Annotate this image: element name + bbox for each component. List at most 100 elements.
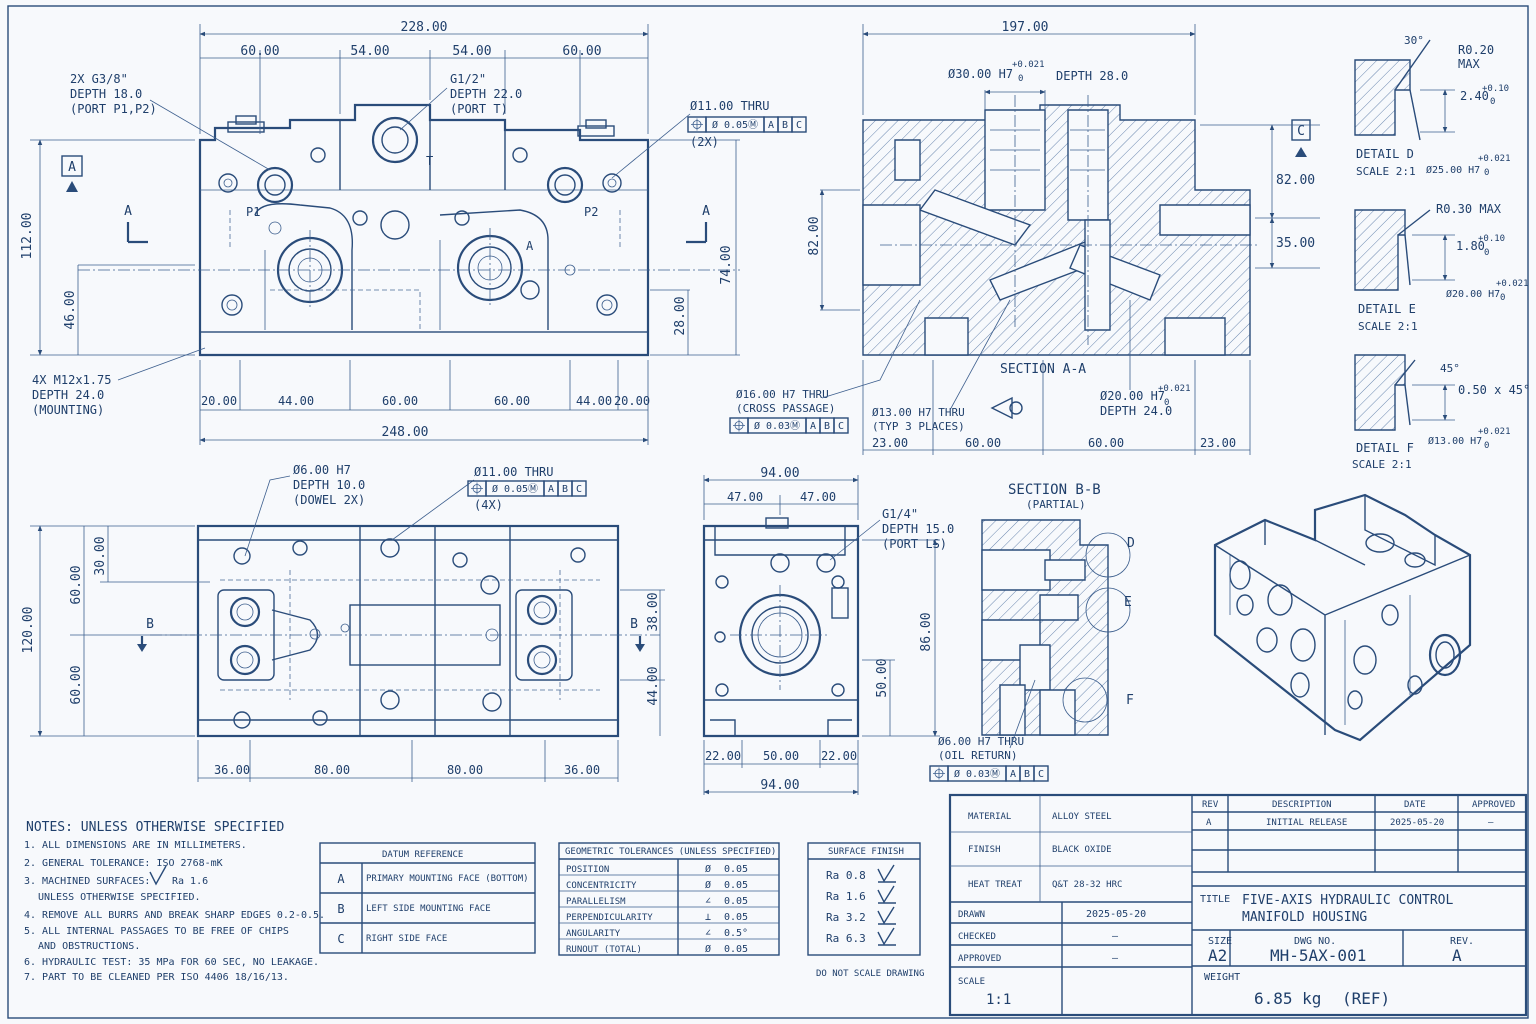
top-view-dimensions: 120.00 60.00 60.00 30.00 38.00 44.00 36.… <box>21 463 665 782</box>
fcf-datum: A <box>548 484 554 495</box>
tb-drawn: 2025-05-20 <box>1086 909 1146 920</box>
fcf-datum: A <box>768 120 774 131</box>
detail-e: R0.30 MAX 1.80 +0.10 0 DETAIL E SCALE 2:… <box>1354 202 1529 333</box>
tb-material: ALLOY STEEL <box>1052 812 1112 822</box>
dim-front-bot-3: 60.00 <box>382 394 418 408</box>
detail-d: 30° R0.20 MAX 2.40 +0.10 0 DETAIL D SCAL… <box>1354 34 1511 178</box>
datum-row-b-key: B <box>337 902 344 916</box>
detail-f-chamfer: 0.50 x 45° <box>1458 383 1530 397</box>
dim-top-38: 38.00 <box>646 592 661 631</box>
detail-callout-e: E <box>1124 595 1132 610</box>
geom-row-name: RUNOUT (TOTAL) <box>566 945 642 955</box>
note-5: 5. ALL INTERNAL PASSAGES TO BE FREE OF C… <box>24 926 289 937</box>
dim-top-44: 44.00 <box>646 666 661 705</box>
note-top-11-thru: Ø11.00 THRU <box>474 465 553 479</box>
dim-front-bot-4: 60.00 <box>494 394 530 408</box>
note-3-ra: Ra 1.6 <box>172 876 208 887</box>
fcf-datum: B <box>824 421 830 432</box>
datum-a-label: A <box>68 160 76 175</box>
geom-table-title: GEOMETRIC TOLERANCES (UNLESS SPECIFIED) <box>565 847 776 857</box>
dim-side-47b: 47.00 <box>800 490 836 504</box>
geom-row-value: 0.05 <box>724 880 748 891</box>
tb-approved: — <box>1112 953 1119 964</box>
position-symbol-icon <box>467 480 487 497</box>
do-not-scale-note: DO NOT SCALE DRAWING <box>816 969 924 979</box>
tb-rev: A <box>1452 946 1462 965</box>
section-a-a-view <box>862 95 1260 356</box>
notes-title: NOTES: UNLESS OTHERWISE SPECIFIED <box>26 820 284 835</box>
geom-row-value: 0.05 <box>724 912 748 923</box>
dim-section-82-right: 82.00 <box>1276 173 1315 188</box>
note-g12: G1/2" DEPTH 22.0 (PORT T) <box>450 72 529 116</box>
surface-check-icon <box>877 927 896 946</box>
geom-row-symbol: ⊥ <box>705 912 711 923</box>
tb-finish-label: FINISH <box>968 845 1001 855</box>
isometric-view <box>1213 493 1472 742</box>
dim-section-bot-4: 23.00 <box>1200 436 1236 450</box>
dim-section-bot-1: 23.00 <box>872 436 908 450</box>
surface-row-value: Ra 1.6 <box>826 890 866 903</box>
dim-top-bot-3: 80.00 <box>447 763 483 777</box>
fcf-datum: B <box>562 484 568 495</box>
port-a-label: A <box>526 239 534 253</box>
dim-side-47a: 47.00 <box>727 490 763 504</box>
dim-front-46: 46.00 <box>63 290 78 329</box>
detail-d-bore-tol-up: +0.021 <box>1478 154 1511 164</box>
section-a-a-dimensions: 197.00 Ø30.00 H7 +0.021 0 DEPTH 28.0 C 8… <box>736 20 1320 455</box>
note-dowel: Ø6.00 H7 DEPTH 10.0 (DOWEL 2X) <box>293 463 372 507</box>
detail-d-angle: 30° <box>1404 34 1424 47</box>
fcf-tolerance: Ø 0.03Ⓜ <box>754 420 800 432</box>
note-g38: 2X G3/8" DEPTH 18.0 (PORT P1,P2) <box>70 72 157 116</box>
tb-size-label: SIZE <box>1208 936 1232 947</box>
fcf-cell <box>791 116 807 133</box>
note-top-11-thru-qty: (4X) <box>474 498 503 512</box>
surface-finish-table: SURFACE FINISH Ra 0.8Ra 1.6Ra 3.2Ra 6.3 … <box>807 842 924 979</box>
dim-front-28: 28.00 <box>673 296 688 335</box>
side-view-dimensions: 94.00 47.00 47.00 G1/4" DEPTH 15.0 (PORT… <box>703 466 954 795</box>
geom-row-name: PARALLELISM <box>566 897 626 907</box>
geom-row-symbol: Ø <box>705 863 711 875</box>
note-bore-30: Ø30.00 H7 <box>948 67 1013 81</box>
dim-side-50: 50.00 <box>875 658 890 697</box>
tb-title-line1: FIVE-AXIS HYDRAULIC CONTROL <box>1242 893 1453 908</box>
fcf-tolerance: Ø 0.03Ⓜ <box>954 768 1000 780</box>
section-b-right-label: B <box>630 617 638 632</box>
section-a-left-label: A <box>124 204 132 219</box>
dim-section-82-left: 82.00 <box>807 216 822 255</box>
detail-d-dim-tol-low: 0 <box>1490 97 1495 107</box>
note-20-h7: Ø20.00 H7 DEPTH 24.0 <box>1100 389 1172 418</box>
notes-block: NOTES: UNLESS OTHERWISE SPECIFIED 1. ALL… <box>24 820 325 983</box>
datum-row-b-value: LEFT SIDE MOUNTING FACE <box>366 904 491 914</box>
dim-front-top-4: 60.00 <box>562 44 601 59</box>
tb-weight-ref: (REF) <box>1342 989 1390 1008</box>
tb-desc-header: DESCRIPTION <box>1272 800 1332 810</box>
dim-section-bot-3: 60.00 <box>1088 436 1124 450</box>
tb-drawn-label: DRAWN <box>958 910 985 920</box>
tb-approved-cell: — <box>1488 818 1494 828</box>
datum-row-c-key: C <box>337 932 344 946</box>
section-b-left-label: B <box>146 617 154 632</box>
fcf-datum: C <box>1038 769 1044 780</box>
detail-e-dim-tol-low: 0 <box>1484 248 1489 258</box>
tb-heat-label: HEAT TREAT <box>968 880 1023 890</box>
note-3b: UNLESS OTHERWISE SPECIFIED. <box>38 892 201 903</box>
dim-section-bot-2: 60.00 <box>965 436 1001 450</box>
tb-heat: Q&T 28-32 HRC <box>1052 880 1122 890</box>
detail-f-title: DETAIL F <box>1356 441 1414 455</box>
tb-approved-label: APPROVED <box>958 954 1001 964</box>
note-bore-30-tol-up: +0.021 <box>1012 60 1045 70</box>
fcf-datum: B <box>1024 769 1030 780</box>
port-t-label: T <box>426 154 433 168</box>
geom-row-name: PERPENDICULARITY <box>566 913 653 923</box>
tb-weight: 6.85 kg <box>1254 989 1321 1008</box>
tb-checked: — <box>1112 931 1119 942</box>
tb-desc-cell: INITIAL RELEASE <box>1266 818 1347 828</box>
datum-c-box <box>1291 119 1311 141</box>
surface-check-icon <box>877 864 896 883</box>
fcf-datum: C <box>576 484 582 495</box>
geom-row-value: 0.5° <box>724 928 748 939</box>
datum-row-a-value: PRIMARY MOUNTING FACE (BOTTOM) <box>366 874 529 884</box>
tb-date-header: DATE <box>1404 800 1426 810</box>
detail-callout-d: D <box>1127 536 1135 551</box>
